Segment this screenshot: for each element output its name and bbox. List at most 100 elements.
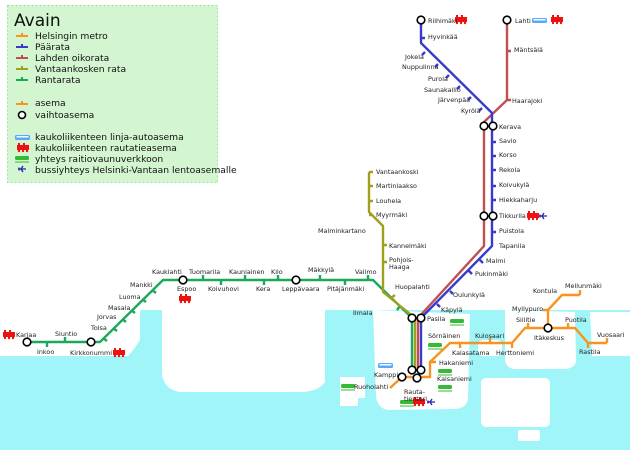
map-shape <box>407 365 417 375</box>
legend-vantaankoski: Vantaankosken rata <box>35 64 126 75</box>
legend-paarata: Päärata <box>35 42 70 53</box>
legend-rail: kaukoliikenteen rautatieasema <box>35 143 177 154</box>
station-label: Pukinmäki <box>475 270 508 278</box>
sea <box>0 310 630 450</box>
station-label: Tuomarila <box>188 268 220 276</box>
map-shape <box>416 365 426 375</box>
station-label: Puistola <box>499 227 524 235</box>
station-label: Rekola <box>499 166 520 174</box>
legend: Avain Helsingin metro Päärata Lahden oik… <box>7 5 237 183</box>
station-label: Luoma <box>119 293 141 301</box>
station-label: Pohjois- <box>389 256 414 264</box>
station-label: Vantaankoski <box>376 168 419 176</box>
line-paarata <box>419 20 496 372</box>
station-label: Masala <box>108 304 130 312</box>
station-label: Oulunkylä <box>453 291 485 299</box>
legend-bus: kaukoliikenteen linja-autoasema <box>35 132 184 143</box>
map-shape <box>0 310 140 356</box>
map-shape <box>479 121 489 131</box>
map-shape <box>416 15 426 25</box>
station-label: Kauklahti <box>152 268 182 276</box>
station-label: Kerava <box>499 123 521 131</box>
oikorata-labels: Lahti Mäntsälä Haarajoki <box>512 17 543 105</box>
station-label: Purola <box>428 75 448 83</box>
legend-station: asema <box>35 98 66 109</box>
station-label: Kaisaniemi <box>437 375 472 383</box>
line-rantarata <box>27 275 414 372</box>
legend-oikorata: Lahden oikorata <box>35 53 109 64</box>
bus-icon <box>532 18 547 23</box>
station-label: Espoo <box>177 285 196 293</box>
bus-icon <box>15 135 30 140</box>
station-label: Mäkkylä <box>308 266 334 274</box>
station-label: Kirkkonummi <box>70 349 112 357</box>
station-label: Haarajoki <box>512 97 543 105</box>
station-label: Koivuhovi <box>208 285 239 293</box>
station-label: Valimo <box>355 268 377 276</box>
station-label: Malminkartano <box>318 227 366 235</box>
station-label: Ruoholahti <box>354 383 388 391</box>
map-shape <box>488 121 498 131</box>
station-label: Pasila <box>427 315 445 323</box>
station-label: Kyrölä <box>461 107 481 115</box>
station-label: Myyrmäki <box>376 211 407 219</box>
legend-interchange: vaihtoasema <box>35 110 94 121</box>
station-label: Myllypuro <box>512 305 543 313</box>
station-label: Kilo <box>271 268 283 276</box>
map-shape <box>502 15 512 25</box>
station-label: Järvenpää <box>437 96 470 104</box>
station-label: Siuntio <box>55 330 77 338</box>
map-shape <box>416 313 426 323</box>
station-label: Kamppi <box>374 371 398 379</box>
paarata-labels: Riihimäki Hyvinkää Jokela Nuppulinna Pur… <box>402 17 537 314</box>
station-label: Kalasatama <box>452 349 490 357</box>
legend-airport: bussiyhteys Helsinki-Vantaan lentoasemal… <box>35 165 237 176</box>
map-shape <box>16 77 28 81</box>
station-label: Riihimäki <box>428 17 458 25</box>
station-label: tientori <box>404 395 427 403</box>
map-shape <box>86 337 96 347</box>
station-label: Sörnäinen <box>428 332 460 340</box>
vantaankoski-labels: Vantaankoski Martinlaakso Louhela Myyrmä… <box>318 168 427 271</box>
map-shape <box>412 373 422 383</box>
map-shape <box>16 33 28 37</box>
station-label: Hakaniemi <box>439 359 473 367</box>
map-shape <box>518 430 540 441</box>
station-label: Herttoniemi <box>496 349 534 357</box>
map-shape <box>590 312 630 356</box>
map-shape <box>178 275 188 285</box>
legend-rantarata: Rantarata <box>35 75 81 86</box>
map-shape <box>7 5 218 183</box>
legend-tram: yhteys raitiovaunuverkkoon <box>35 154 163 165</box>
map-shape <box>16 66 28 70</box>
station-label: Saunakallio <box>424 86 461 94</box>
line-oikorata <box>416 20 511 372</box>
station-label: Huopalahti <box>395 283 430 291</box>
map-shape <box>543 323 553 333</box>
station-label: Tapanila <box>498 242 525 250</box>
map-shape <box>22 337 32 347</box>
station-label: Jokela <box>404 53 424 61</box>
map-shape <box>481 378 550 427</box>
station-label: Malmi <box>486 257 505 265</box>
map-shape <box>488 211 498 221</box>
station-label: Karjaa <box>16 331 36 339</box>
station-label: Louhela <box>376 197 401 205</box>
station-label: Pitäjänmäki <box>327 285 364 293</box>
station-label: Tolsa <box>90 324 107 332</box>
bus-icon <box>378 363 393 368</box>
station-label: Mankki <box>130 281 153 289</box>
interchange-icon <box>17 110 27 120</box>
station-label: Rastila <box>579 348 601 356</box>
station-label: Leppävaara <box>282 285 320 293</box>
station-label: Inkoo <box>37 348 54 356</box>
line-metro <box>389 290 609 389</box>
station-label: Mellunmäki <box>565 282 602 290</box>
station-label: Lahti <box>515 17 531 25</box>
station-label: Savio <box>499 137 517 145</box>
station-label: Kannelmäki <box>389 242 427 250</box>
map-shape <box>16 44 28 48</box>
map-shape <box>162 310 325 392</box>
